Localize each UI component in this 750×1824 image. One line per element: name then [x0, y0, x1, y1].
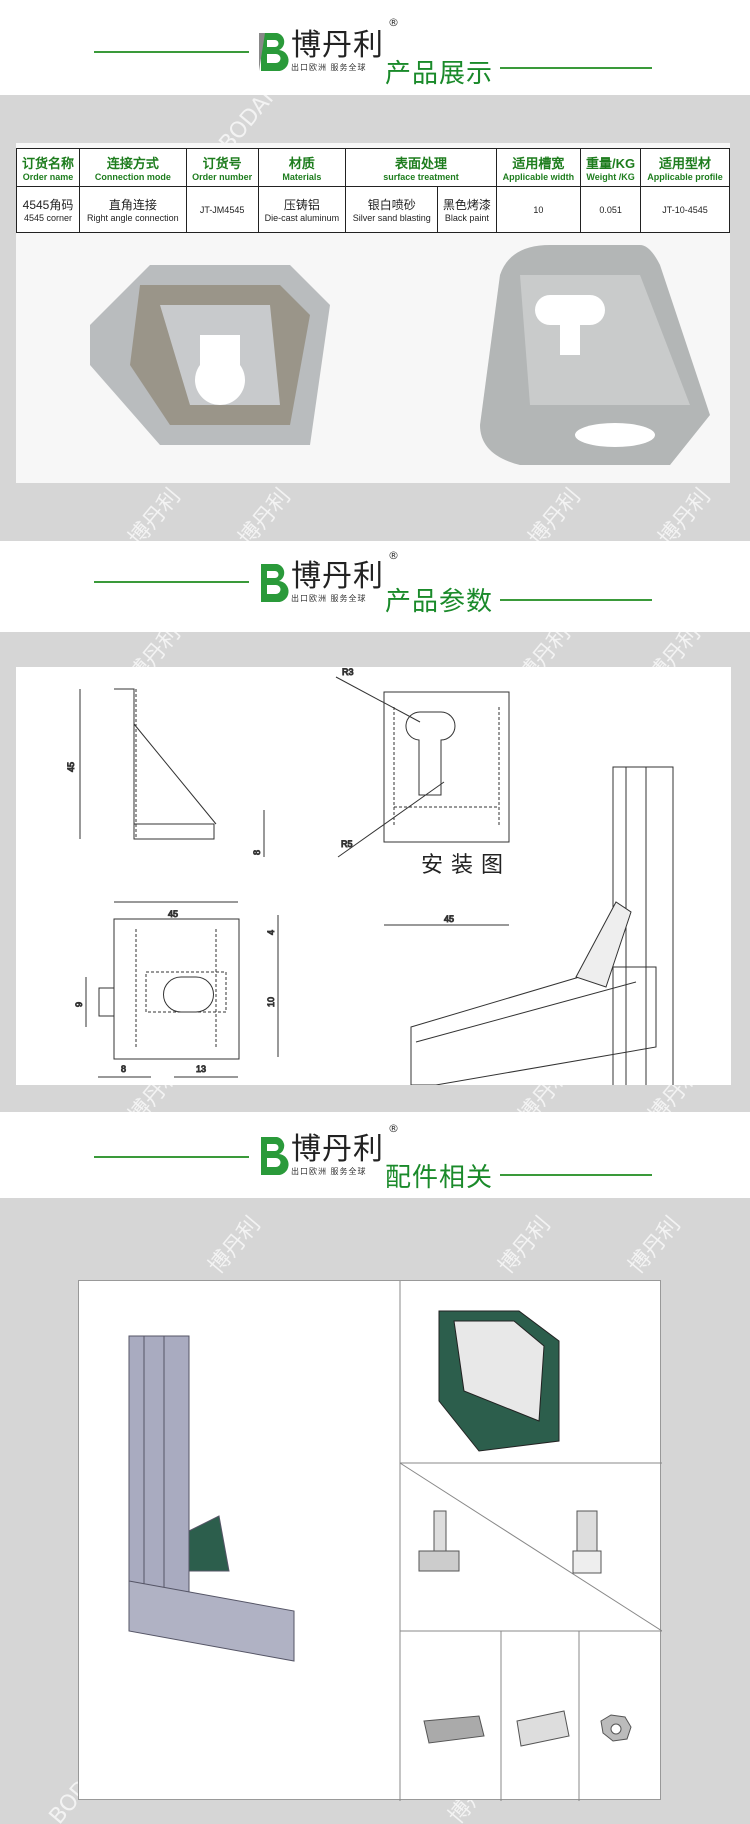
- spec_table-row-surface2_cn: 黑色烤漆: [442, 198, 491, 212]
- spec_table-headers-1-cn: 连接方式: [106, 156, 159, 171]
- assembly-image: [128, 1335, 295, 1662]
- brand-name: 博丹利: [291, 28, 384, 63]
- spec_table-row-material_cn: 压铸铝: [283, 198, 320, 212]
- brand-name: 博丹利: [291, 559, 384, 594]
- spec_table-row-name_cn: 4545角码: [22, 198, 74, 212]
- hex-nut-image: [600, 1714, 632, 1742]
- drawing-dims-d8: 8: [252, 850, 262, 855]
- t-bolt-image: [418, 1510, 460, 1572]
- drawing-dims-d10: 10: [266, 997, 276, 1007]
- vertical-profile: [612, 766, 674, 1112]
- logo-b-icon: [261, 1136, 289, 1175]
- product-photo-angle: [480, 245, 710, 465]
- section-title: 配件相关: [385, 1163, 494, 1193]
- brand-name: 博丹利: [291, 1132, 384, 1167]
- brand-registered: ®: [388, 16, 399, 29]
- spec_table-row-surface1_en: Silver sand blasting: [352, 213, 431, 223]
- spec_table-headers-0-cn: 订货名称: [21, 156, 74, 171]
- drawing-dims-d9: 9: [74, 1002, 84, 1007]
- spec_table-headers-1-en: Connection mode: [94, 172, 171, 182]
- spec_table-headers-0-en: Order name: [22, 172, 74, 182]
- socket-screw-image: [572, 1510, 602, 1574]
- watermarks-1: 博丹利: [654, 484, 716, 541]
- spec_table-row-mode_cn: 直角连接: [108, 198, 157, 212]
- section-title: 产品参数: [385, 587, 494, 617]
- spec_table-row-weight: 0.051: [580, 186, 641, 233]
- brand-slogan: 出口欧洲 服务全球: [291, 1167, 367, 1176]
- t-nut-image: [423, 1715, 485, 1744]
- spec_table-row-surface1_cn: 银白喷砂: [367, 198, 416, 212]
- drawing-dims-h45: 45: [66, 762, 76, 772]
- section-header-showcase: 博丹利出口欧洲 服务全球 ® 产品展示: [0, 0, 750, 95]
- divider-left: [94, 51, 249, 53]
- spec_table-headers-5-en: Applicable width: [502, 172, 575, 182]
- brand-slogan: 出口欧洲 服务全球: [291, 594, 367, 603]
- spec_table-row-mode_en: Right angle connection: [87, 213, 179, 223]
- spec_table-row-width: 10: [495, 186, 582, 233]
- green-bracket-image: [438, 1310, 560, 1452]
- watermarks-1: 博丹利: [624, 1212, 686, 1279]
- watermarks-1: 博丹利: [524, 484, 586, 541]
- logo-b-icon: [261, 563, 289, 602]
- technical-drawing-section: 博丹利 博丹利 博丹利 博丹利 博丹利 博丹利 45 45 8 45 R3 R5…: [0, 632, 750, 1112]
- drawing-dims-w45a: 45: [168, 909, 178, 919]
- logo-b-icon: [259, 32, 289, 71]
- watermarks-1: 博丹利: [494, 1212, 556, 1279]
- section-header-accessories: 博丹利出口欧洲 服务全球 ® 配件相关: [0, 1112, 750, 1198]
- brand-registered: ®: [388, 1122, 399, 1135]
- drawing-dims-d4: 4: [266, 930, 276, 935]
- spec_table-row-profile: JT-10-4545: [640, 186, 730, 233]
- spec_table-row-material_en: Die-cast aluminum: [264, 213, 340, 223]
- slot-nut-image: [516, 1710, 570, 1747]
- spec_table-headers-4-cn: 表面处理: [395, 156, 448, 171]
- spec_table-row-name_en: 4545 corner: [23, 213, 73, 223]
- spec_table-headers-4-en: surface treatment: [383, 172, 459, 182]
- watermarks-1: 博丹利: [234, 484, 296, 541]
- horizontal-profile: [410, 966, 657, 1086]
- spec_table-headers-3-en: Materials: [282, 172, 322, 182]
- divider-right: [500, 67, 652, 69]
- accessories-section: 博丹利 博丹利 博丹利 BODAN 博丹利: [0, 1198, 750, 1824]
- watermarks-1: 博丹利: [124, 484, 186, 541]
- accessories-panel: [78, 1280, 663, 1801]
- spec_table-headers-2-en: Order number: [192, 172, 253, 182]
- drawing-dims-r3: R3: [342, 667, 354, 677]
- drawing-dims-w45b: 45: [444, 914, 454, 924]
- watermarks-1: 博丹利: [204, 1212, 266, 1279]
- install-caption: 安装图: [421, 853, 512, 878]
- spec_table-row-surface2_en: Black paint: [444, 213, 489, 223]
- technical-drawing: 45 45 8 45 R3 R5 4 9 10 8 13: [66, 667, 674, 1112]
- brand-slogan: 出口欧洲 服务全球: [291, 63, 367, 72]
- brand-logo: 博丹利出口欧洲 服务全球: [257, 30, 384, 73]
- spec_table-row-order_number: JT-JM4545: [185, 186, 259, 233]
- spec_table-headers-7-en: Applicable profile: [647, 172, 723, 182]
- spec_table-headers-3-cn: 材质: [288, 156, 315, 171]
- drawing-dims-r5: R5: [341, 839, 353, 849]
- brand-registered: ®: [388, 549, 399, 562]
- spec_table-headers-5-cn: 适用槽宽: [512, 156, 565, 171]
- section-title: 产品展示: [385, 59, 494, 89]
- section-header-parameters: 博丹利出口欧洲 服务全球 ® 产品参数: [0, 541, 750, 632]
- drawing-dims-b13: 13: [196, 1064, 206, 1074]
- spec_table-headers-7-cn: 适用型材: [658, 156, 711, 171]
- drawing-dims-b8: 8: [121, 1064, 126, 1074]
- spec_table-headers-6-en: Weight /KG: [586, 172, 635, 182]
- drawing-panel: 45 45 8 45 R3 R5 4 9 10 8 13 安装图: [16, 667, 731, 1112]
- installed-bracket: [575, 901, 632, 988]
- spec_table-headers-2-cn: 订货号: [202, 156, 242, 171]
- product-photo-front: [90, 265, 330, 445]
- spec_table-headers-6-cn: 重量/KG: [586, 156, 636, 171]
